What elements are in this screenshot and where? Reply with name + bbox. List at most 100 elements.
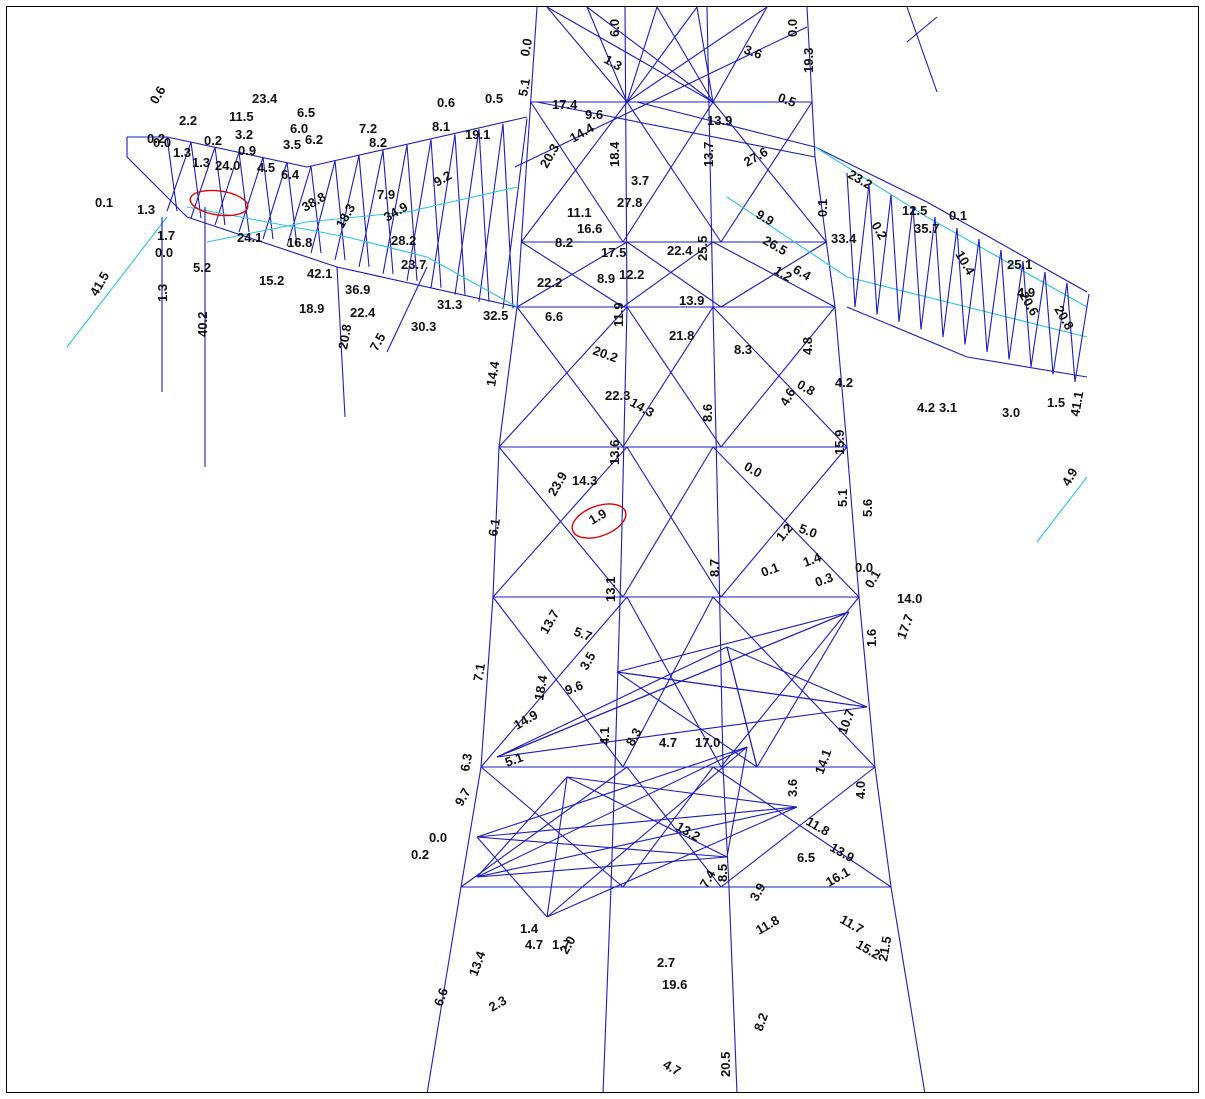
crossarm-member: [942, 227, 958, 337]
crossarm-member: [262, 157, 274, 240]
force-label: 0.1: [815, 199, 830, 217]
crossarm-member: [382, 150, 394, 274]
tower-leg: [712, 306, 720, 568]
force-label: 12.5: [902, 203, 927, 218]
force-label: 30.3: [411, 319, 436, 334]
crossarm-member: [266, 221, 348, 238]
force-label: 6.2: [305, 132, 323, 147]
force-label: 0.1: [95, 195, 113, 210]
force-label: 18.4: [607, 141, 622, 167]
tower-leg: [492, 446, 500, 598]
diagonal-brace: [498, 446, 624, 598]
force-label: 13.2: [674, 819, 703, 845]
crossarm-member: [986, 249, 1002, 352]
force-label: 18.4: [531, 673, 550, 701]
diagonal-brace: [712, 766, 892, 888]
force-label: 4.2: [917, 400, 935, 415]
force-label: 5.2: [193, 260, 211, 275]
force-label: 0.0: [517, 37, 535, 57]
force-label: 23.2: [846, 167, 875, 193]
tower-leg: [834, 306, 848, 448]
force-label: 5.7: [572, 624, 594, 644]
plan-brace: [546, 776, 568, 918]
tower-leg: [620, 306, 628, 568]
crossarm-member: [1022, 260, 1032, 367]
force-label: 23.4: [252, 91, 278, 106]
force-label: 1.6: [864, 629, 879, 647]
force-label: 9.6: [585, 107, 603, 122]
force-label: 6.4: [791, 262, 815, 284]
force-label: 0.6: [437, 95, 455, 110]
tower-leg: [498, 306, 518, 448]
crossarm-member: [454, 134, 466, 295]
force-label: 0.0: [153, 135, 171, 150]
force-label: 13.4: [466, 948, 489, 978]
force-label: 1.4: [801, 549, 824, 570]
force-label: 0.0: [785, 19, 800, 37]
diagonal-brace: [622, 241, 714, 308]
force-label: 11.7: [838, 912, 867, 937]
force-label: 34.9: [381, 199, 410, 225]
hanger: [336, 266, 346, 418]
force-label: 9.9: [754, 207, 777, 229]
force-label: 23.9: [545, 469, 571, 498]
crossarm-member: [478, 123, 504, 302]
diagonal-brace: [622, 306, 714, 448]
force-label: 28.2: [391, 233, 416, 248]
diagonal-brace: [720, 596, 860, 768]
force-label: 3.6: [742, 42, 764, 62]
diagonal-brace: [586, 7, 714, 103]
crossarm-member: [358, 155, 370, 267]
diagonal-brace: [626, 446, 722, 598]
highlight-ring-left: [189, 189, 249, 217]
force-label: 11.5: [229, 109, 254, 124]
diagonal-brace: [696, 7, 714, 103]
crossarm-member: [846, 306, 968, 358]
plan-brace: [476, 836, 548, 918]
diagonal-brace: [712, 7, 768, 103]
diagonal-brace: [626, 101, 722, 243]
crossarm-member: [1000, 249, 1010, 360]
force-label: 14.1: [812, 747, 835, 776]
crossarm-member: [406, 186, 518, 213]
force-label: 4.0: [853, 781, 868, 799]
crossarm-member: [966, 306, 1088, 338]
diagonal-brace: [492, 446, 628, 598]
force-label: 0.2: [147, 131, 165, 146]
crossarm-member: [166, 136, 178, 212]
force-label: 20.8: [335, 323, 354, 351]
hanger: [906, 7, 938, 93]
plan-brace: [726, 646, 868, 708]
plan-brace: [476, 746, 748, 878]
force-label: 25.1: [1007, 257, 1032, 272]
plan-brace: [546, 746, 748, 918]
force-label: 19.6: [662, 977, 687, 992]
force-label: 4.9: [1059, 465, 1081, 488]
plan-brace: [476, 746, 748, 838]
tower-leg: [890, 886, 926, 1092]
diagonal-brace: [626, 7, 658, 103]
force-label: 2.2: [179, 113, 197, 128]
force-label: 4.1: [597, 727, 612, 745]
force-label: 3.7: [631, 173, 649, 188]
plan-brace: [616, 671, 868, 708]
plan-brace: [496, 706, 868, 758]
diagonal-brace: [520, 101, 628, 243]
force-label: 4.8: [800, 337, 815, 355]
diagonal-brace: [536, 101, 816, 158]
force-label: 3.2: [235, 127, 253, 142]
crossarm-member: [912, 205, 922, 330]
force-label: 16.6: [577, 221, 602, 236]
force-label: 19.3: [801, 48, 816, 73]
force-label: 7.5: [367, 330, 389, 353]
crossarm-member: [814, 146, 928, 218]
crossarm-member: [854, 183, 870, 308]
diagonal-brace: [622, 446, 714, 598]
insulator-member: [66, 216, 168, 348]
tower-leg: [722, 766, 730, 888]
plan-brace: [566, 776, 728, 858]
force-label: 5.1: [835, 489, 850, 507]
hanger: [386, 266, 428, 353]
force-label: 21.8: [669, 328, 694, 343]
